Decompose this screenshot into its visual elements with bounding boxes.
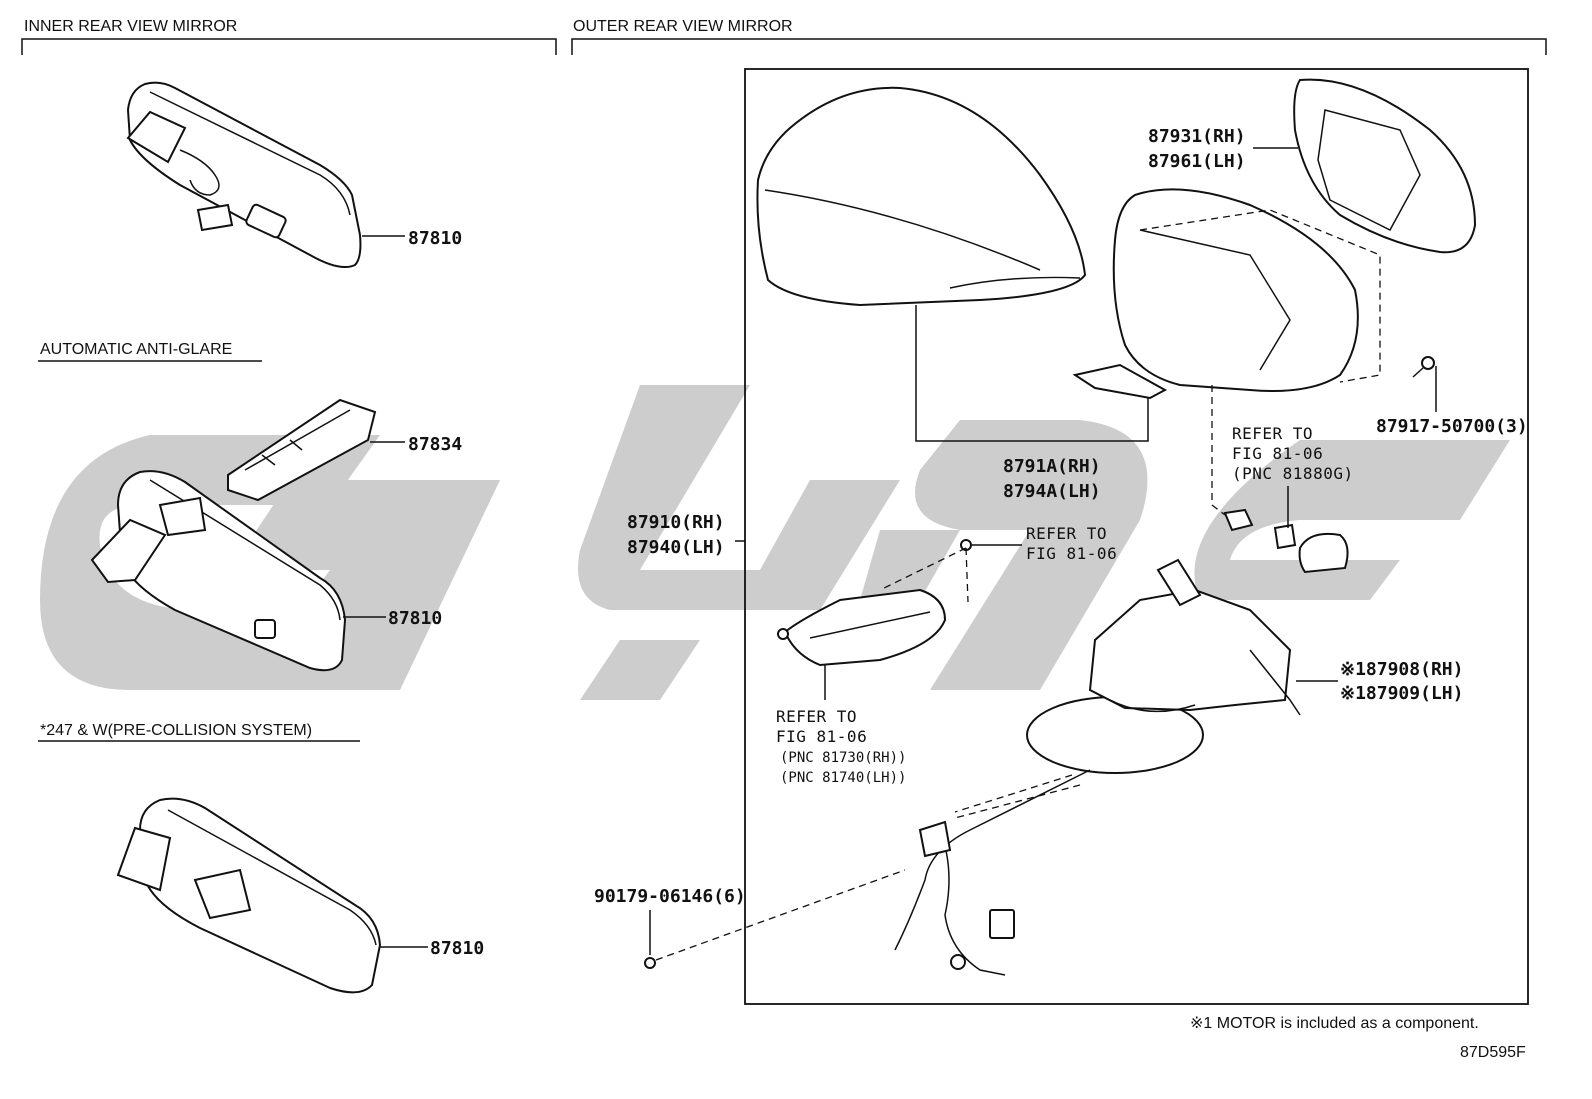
part-87810-b: 87810 [388, 608, 442, 629]
part-87917: 87917-50700(3) [1376, 416, 1528, 437]
footnote-motor: ※1 MOTOR is included as a component. [1190, 1015, 1479, 1032]
dash-turn-signal [879, 547, 969, 603]
ref3-line3: (PNC 81730(RH)) [780, 750, 906, 766]
part-87834: 87834 [408, 434, 462, 455]
part-87810-a: 87810 [408, 228, 462, 249]
outer-assembly-frame [744, 68, 1529, 1005]
outer-mirror-glass [1293, 78, 1477, 254]
mirror-motor-base [1026, 558, 1301, 774]
inner-section-bracket [21, 38, 557, 55]
part-87940: 87940(LH) [627, 537, 725, 558]
ref3-line1: REFER TO [776, 707, 857, 726]
leader-8791A [915, 305, 1149, 442]
ref1-line1: REFER TO [1232, 424, 1313, 443]
wire-harness [894, 769, 1091, 976]
part-90179: 90179-06146(6) [594, 886, 746, 907]
diagram-code: 87D595F [1460, 1044, 1526, 1061]
part-87931: 87931(RH) [1148, 126, 1246, 147]
outer-section-title: OUTER REAR VIEW MIRROR [573, 18, 793, 35]
part-87908: ※187908(RH) [1340, 659, 1463, 680]
ref2-line1: REFER TO [1026, 524, 1107, 543]
part-87910: 87910(RH) [627, 512, 725, 533]
turn-signal-lamp [777, 588, 947, 667]
inner-mirror-antiglare [90, 470, 347, 672]
outer-section-bracket [571, 38, 1547, 55]
part-87961: 87961(LH) [1148, 151, 1246, 172]
clip-90179 [644, 957, 656, 969]
screw-87917 [1412, 356, 1435, 378]
part-8791A: 8791A(RH) [1003, 456, 1101, 477]
inner-mirror-precollision [116, 797, 382, 994]
outer-mirror-housing [1072, 188, 1381, 400]
inner-section-title: INNER REAR VIEW MIRROR [24, 18, 237, 35]
variant-precollision: *247 & W(PRE-COLLISION SYSTEM) [40, 722, 312, 739]
part-8794A: 8794A(LH) [1003, 481, 1101, 502]
part-87909: ※187909(LH) [1340, 683, 1463, 704]
mirror-cover-87834 [227, 398, 377, 502]
ref3-line4: (PNC 81740(LH)) [780, 770, 906, 786]
ref1-line3: (PNC 81880G) [1232, 464, 1354, 483]
outer-mirror-cover [756, 86, 1087, 307]
inner-mirror-standard [126, 81, 362, 268]
ref3-line2: FIG 81-06 [776, 727, 867, 746]
ref1-line2: FIG 81-06 [1232, 444, 1323, 463]
bulb-socket [1223, 508, 1349, 574]
part-87810-c: 87810 [430, 938, 484, 959]
dash-clip [655, 869, 906, 961]
dash-bulb [1211, 385, 1226, 516]
dash-harness [954, 774, 1081, 819]
variant-auto-antiglare: AUTOMATIC ANTI-GLARE [40, 341, 232, 358]
ref2-line2: FIG 81-06 [1026, 544, 1117, 563]
